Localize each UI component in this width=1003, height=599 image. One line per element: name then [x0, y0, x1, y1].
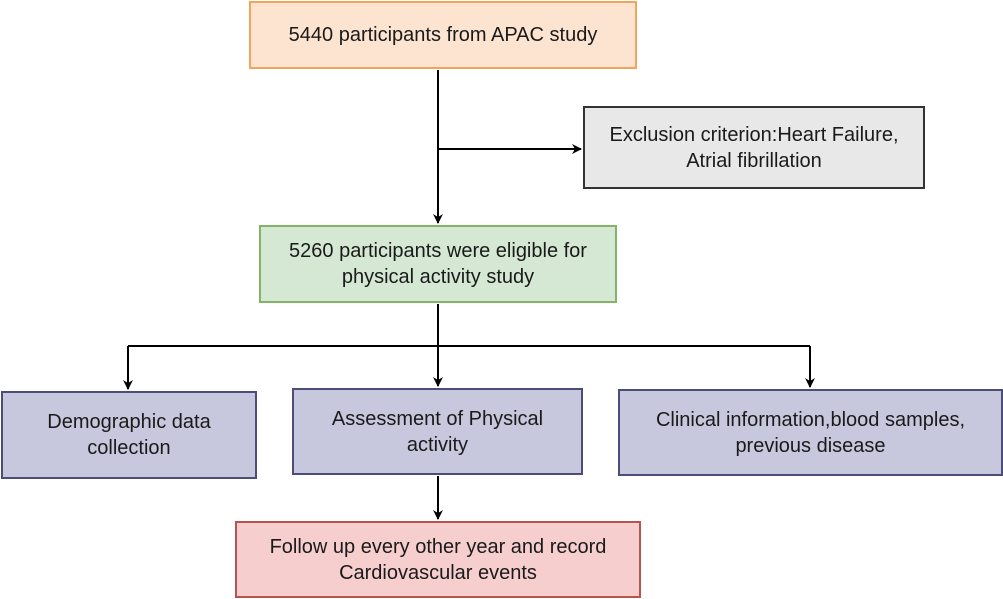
eligible-participants-box: 5260 participants were eligible for phys… — [259, 225, 617, 303]
clinical-information-box: Clinical information,blood samples, prev… — [618, 389, 1003, 476]
clinical-information-label: Clinical information,blood samples, prev… — [655, 408, 966, 457]
demographic-data-label: Demographic data collection — [47, 411, 211, 459]
eligible-participants-label: 5260 participants were eligible for phys… — [289, 240, 587, 288]
source-participants-label: 5440 participants from APAC study — [288, 24, 598, 46]
physical-activity-assessment-box: Assessment of Physical activity — [292, 388, 583, 475]
exclusion-criterion-label: Exclusion criterion:Heart Failure, Atria… — [609, 123, 899, 172]
exclusion-criterion-box: Exclusion criterion:Heart Failure, Atria… — [583, 106, 925, 189]
source-participants-box: 5440 participants from APAC study — [249, 1, 637, 69]
follow-up-label: Follow up every other year and record Ca… — [269, 535, 607, 584]
follow-up-box: Follow up every other year and record Ca… — [235, 521, 641, 598]
demographic-data-box: Demographic data collection — [1, 391, 257, 479]
physical-activity-assessment-label: Assessment of Physical activity — [331, 407, 544, 456]
